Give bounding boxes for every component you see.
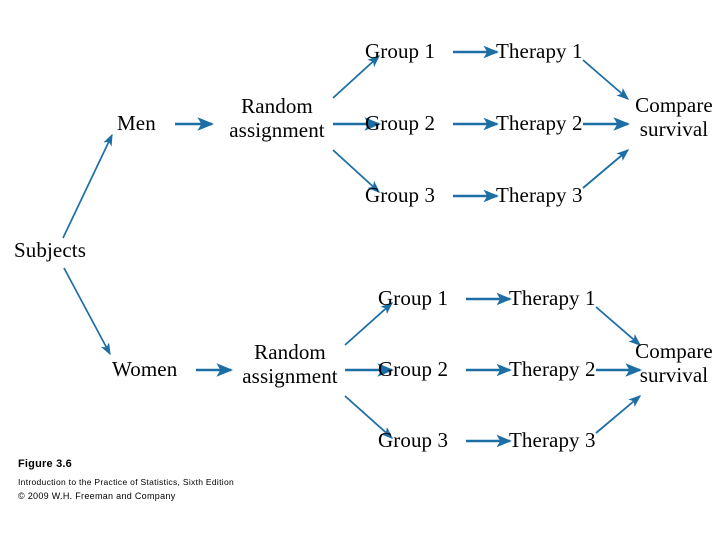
node-subjects: Subjects	[14, 239, 86, 261]
node-random-assignment-bottom-line2: assignment	[242, 363, 338, 388]
node-bottom-group-3: Group 3	[378, 429, 448, 451]
edge-subjects-to-men	[62, 133, 113, 239]
node-compare-survival-top: Compare survival	[630, 93, 718, 141]
node-bottom-therapy-1: Therapy 1	[509, 287, 596, 309]
node-top-group-2-label: Group 2	[365, 111, 436, 135]
edge-subjects-to-women	[63, 267, 111, 356]
node-top-group-1: Group 1	[365, 40, 435, 62]
edge-bottom-therapy3-to-compare	[595, 395, 642, 434]
node-top-group-3: Group 3	[365, 184, 435, 206]
node-random-assignment-top-line1: Random	[241, 94, 313, 118]
node-bottom-therapy-3-label: Therapy 3	[509, 428, 596, 452]
node-top-therapy-3-label: Therapy 3	[496, 183, 583, 207]
node-bottom-therapy-3: Therapy 3	[509, 429, 596, 451]
node-random-assignment-bottom: Random assignment	[234, 340, 346, 388]
node-compare-survival-bottom-line2: survival	[639, 362, 709, 387]
node-men-label: Men	[117, 111, 156, 135]
node-top-therapy-2-label: Therapy 2	[496, 111, 583, 135]
node-bottom-group-1: Group 1	[378, 287, 448, 309]
edge-top-therapy1-to-compare	[582, 59, 630, 100]
node-top-therapy-2: Therapy 2	[496, 112, 583, 134]
node-bottom-therapy-1-label: Therapy 1	[509, 286, 596, 310]
edge-top-therapy3-to-compare	[582, 149, 630, 189]
node-bottom-therapy-2-label: Therapy 2	[509, 357, 596, 381]
node-women-label: Women	[112, 357, 178, 381]
node-compare-survival-top-line2: survival	[639, 116, 709, 141]
node-bottom-therapy-2: Therapy 2	[509, 358, 596, 380]
figure-caption-title: Figure 3.6	[18, 458, 72, 470]
node-women: Women	[112, 358, 177, 380]
figure-caption-copyright: © 2009 W.H. Freeman and Company	[18, 491, 176, 501]
node-top-group-1-label: Group 1	[365, 39, 436, 63]
node-top-group-2: Group 2	[365, 112, 435, 134]
node-random-assignment-top-line2: assignment	[229, 117, 325, 142]
node-bottom-group-3-label: Group 3	[378, 428, 449, 452]
node-top-therapy-1: Therapy 1	[496, 40, 583, 62]
node-compare-survival-top-line1: Compare	[635, 93, 713, 117]
node-bottom-group-2: Group 2	[378, 358, 448, 380]
node-top-therapy-3: Therapy 3	[496, 184, 583, 206]
node-subjects-label: Subjects	[14, 238, 86, 262]
node-bottom-group-2-label: Group 2	[378, 357, 449, 381]
node-compare-survival-bottom: Compare survival	[630, 339, 718, 387]
figure-caption-source: Introduction to the Practice of Statisti…	[18, 477, 235, 487]
node-top-therapy-1-label: Therapy 1	[496, 39, 583, 63]
node-bottom-group-1-label: Group 1	[378, 286, 449, 310]
node-random-assignment-bottom-line1: Random	[254, 340, 326, 364]
node-compare-survival-bottom-line1: Compare	[635, 339, 713, 363]
node-random-assignment-top: Random assignment	[221, 94, 333, 142]
node-men: Men	[117, 112, 156, 134]
node-top-group-3-label: Group 3	[365, 183, 436, 207]
